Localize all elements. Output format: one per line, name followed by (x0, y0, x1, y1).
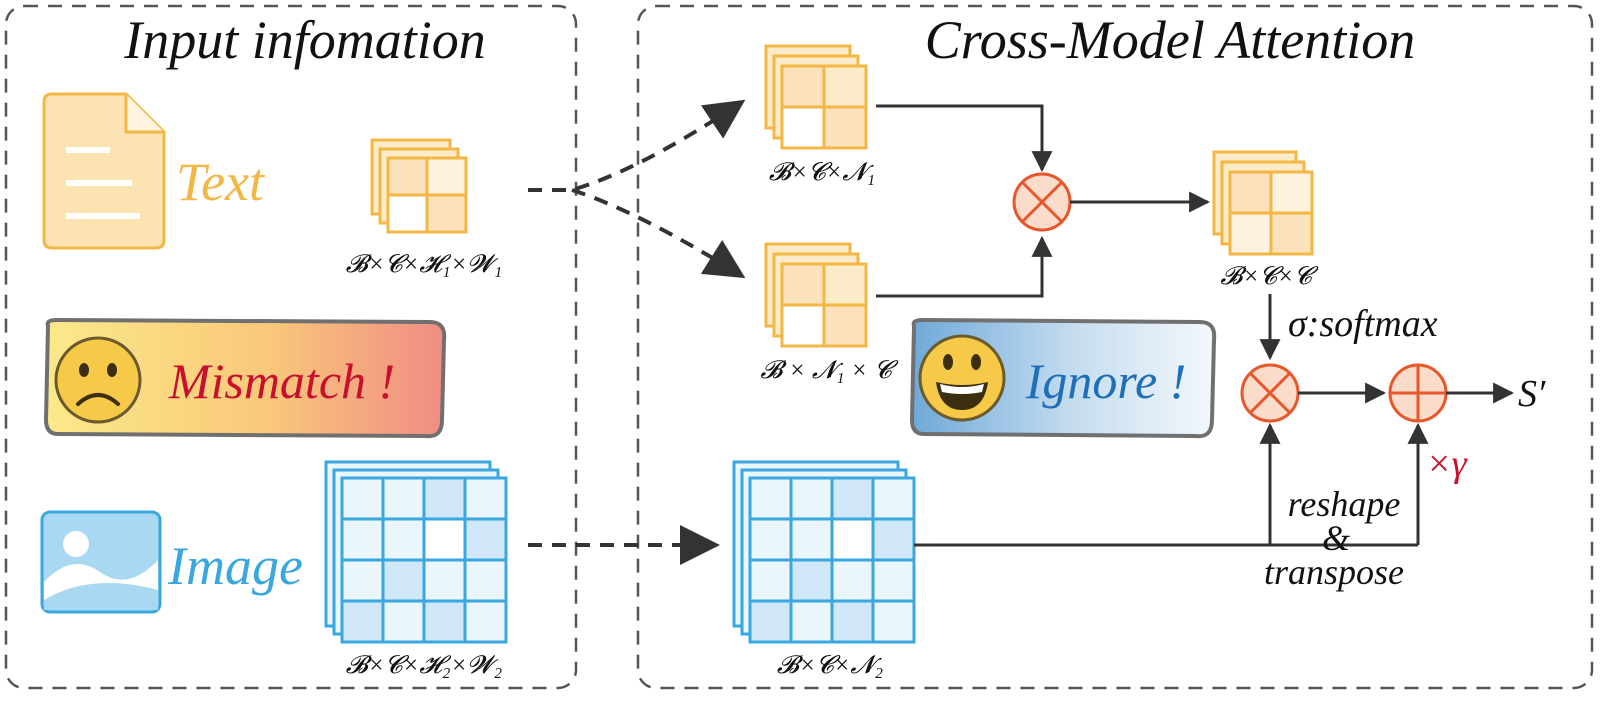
ignore-text: Ignore ! (1025, 353, 1187, 409)
attention-map-tensor (1212, 150, 1314, 256)
softmax-label: σ:softmax (1288, 303, 1438, 345)
text-to-query-arrow (528, 99, 746, 192)
sad-face-icon (54, 336, 142, 424)
matmul-qk-icon (1012, 172, 1072, 232)
query-dim-label: 𝓑×𝓒×𝓝₁ (769, 159, 875, 186)
attention-map-dim-label: 𝓑×𝓒×𝓒 (1220, 263, 1318, 290)
add-icon (1388, 363, 1448, 423)
key-to-matmul-line (876, 235, 1053, 298)
mismatch-banner (43, 317, 447, 439)
image-modality-label: Image (167, 536, 303, 596)
text-modality-label: Text (176, 152, 266, 212)
reshape-ampersand: & (1322, 518, 1350, 558)
value-tensor (732, 460, 916, 644)
grinning-face-icon (918, 334, 1006, 422)
input-panel (4, 4, 578, 690)
text-input-dim-label: 𝓑×𝓒×𝓗₁×𝓦₁ (346, 251, 503, 278)
key-dim-label: 𝓑 × 𝓝₁ × 𝓒 (760, 357, 898, 384)
input-panel-title: Input infomation (123, 10, 486, 70)
reshape-label: reshape (1288, 484, 1401, 524)
attention-panel (636, 4, 1594, 690)
attention-panel-title: Cross-Model Attention (925, 10, 1415, 70)
value-dim-label: 𝓑×𝓒×𝓝₂ (777, 652, 883, 679)
transpose-label: transpose (1264, 552, 1404, 592)
gamma-label: ×γ (1426, 443, 1468, 485)
image-input-dim-label: 𝓑×𝓒×𝓗₂×𝓦₂ (346, 652, 503, 679)
document-icon (42, 92, 166, 250)
image-input-tensor (324, 460, 508, 644)
output-label: S′ (1518, 373, 1546, 415)
picture-icon (40, 510, 162, 614)
key-tensor (764, 242, 868, 348)
mismatch-text: Mismatch ! (168, 353, 395, 409)
query-tensor (764, 44, 868, 150)
text-input-tensor (370, 138, 468, 234)
matmul-av-icon (1240, 363, 1300, 423)
text-to-key-arrow (571, 188, 746, 279)
query-to-matmul-line (876, 104, 1053, 173)
